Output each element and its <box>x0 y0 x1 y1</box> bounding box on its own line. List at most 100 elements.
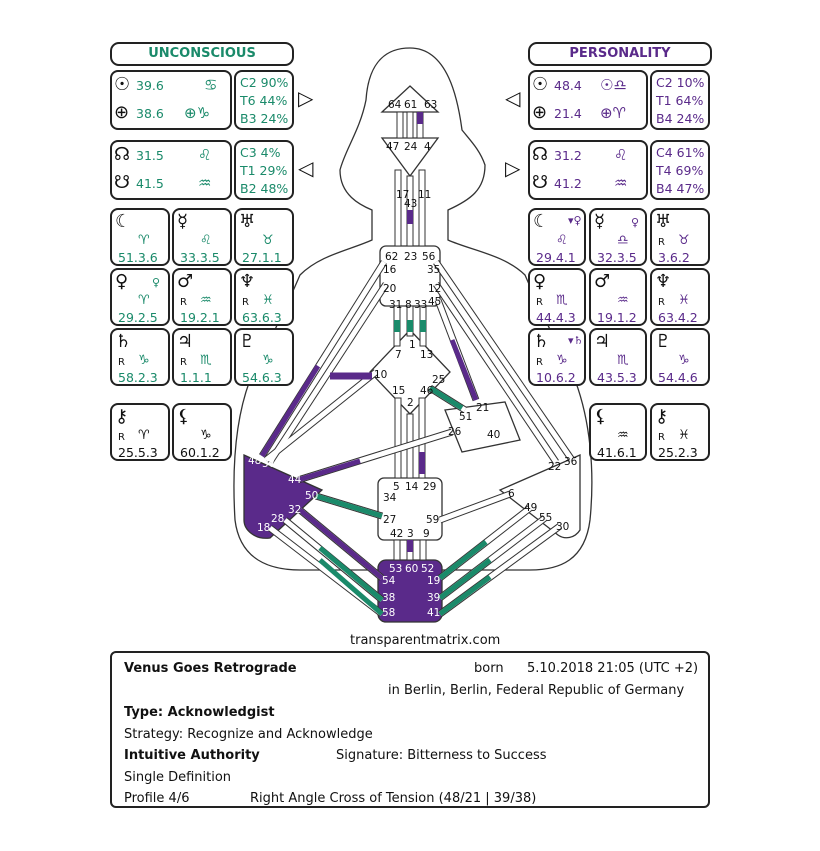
venus-small-icon: ♀ <box>631 216 640 229</box>
design-sun-b: B3 24% <box>240 111 289 126</box>
gate-59: 59 <box>426 514 440 526</box>
venus-small-icon: ♀ <box>152 276 161 289</box>
design-node-b: B2 48% <box>240 181 289 196</box>
watermark: transparentmatrix.com <box>350 633 501 648</box>
design-neptune: ♆ R ♓ 63.6.3 <box>234 268 294 326</box>
personality-chiron-value: 25.2.3 <box>658 445 698 460</box>
chiron-icon: ⚷ <box>655 406 669 427</box>
gate-20: 20 <box>383 283 397 295</box>
gate-28: 28 <box>271 513 285 525</box>
channel-fill <box>433 282 559 464</box>
channel-segment <box>407 320 413 332</box>
jupiter-icon: ♃ <box>177 331 194 352</box>
capricorn-icon: ⊕♑ <box>184 104 211 122</box>
gate-48: 48 <box>248 455 262 467</box>
design-pluto: ♇ ♑ 54.6.3 <box>234 328 294 386</box>
design-nodes-panel: ☊ 31.5 ♌ ☋ 41.5 ♒ <box>110 140 232 200</box>
design-moon-value: 51.3.6 <box>118 250 158 265</box>
cancer-icon: ♋ <box>204 76 218 94</box>
retrograde-mark: R <box>242 297 249 308</box>
design-mercury: ☿ ♌ 33.3.5 <box>172 208 232 266</box>
channel-active <box>438 540 488 580</box>
channel-active <box>318 558 384 616</box>
gate-5: 5 <box>393 481 400 493</box>
personality-mercury: ☿ ♀ ♎ 32.3.5 <box>589 208 647 266</box>
gate-14: 14 <box>405 481 419 493</box>
solar-plexus-center <box>498 454 581 539</box>
design-sun-t: T6 44% <box>240 93 288 108</box>
personality-lilith: ⚸ ♒ 41.6.1 <box>589 403 647 461</box>
gate-11: 11 <box>418 189 432 201</box>
spleen-center <box>243 453 324 539</box>
gate-56: 56 <box>422 251 436 263</box>
gate-57: 57 <box>262 458 276 470</box>
gate-45: 45 <box>428 296 442 308</box>
neptune-icon: ♆ <box>239 271 256 292</box>
channel-61-24 <box>406 111 414 139</box>
design-nodes-variables: C3 4% T1 29% B2 48% <box>234 140 294 200</box>
gate-9: 9 <box>423 528 430 540</box>
taurus-icon: ♉ <box>262 233 274 248</box>
leo-icon: ♌ <box>556 233 568 248</box>
aries-icon: ♈ <box>138 428 150 443</box>
personality-moon: ☾ ▾♀ ♌ 29.4.1 <box>528 208 586 266</box>
definition: Single Definition <box>124 770 232 785</box>
personality-saturn: ♄ ▾♄ R ♑ 10.6.2 <box>528 328 586 386</box>
gate-24: 24 <box>404 141 418 153</box>
gate-51: 51 <box>459 411 473 423</box>
capricorn-icon: ♑ <box>262 353 274 368</box>
design-saturn: ♄ R ♑ 58.2.3 <box>110 328 170 386</box>
retrograde-mark: R <box>658 237 665 248</box>
capricorn-icon: ♑ <box>678 353 690 368</box>
signature: Signature: Bitterness to Success <box>336 748 547 763</box>
gate-3: 3 <box>407 528 414 540</box>
personality-sun-variables: C2 10% T1 64% B4 24% <box>650 70 710 130</box>
gate-23: 23 <box>404 251 418 263</box>
personality-chiron: ⚷ R ♓ 25.2.3 <box>650 403 710 461</box>
mars-icon: ♂ <box>177 271 194 292</box>
born-date: 5.10.2018 21:05 (UTC +2) <box>527 661 699 676</box>
scorpio-icon: ♏ <box>617 353 629 368</box>
venus-icon: ♀ <box>533 271 547 292</box>
personality-nodes-panel: ☊ 31.2 ♌ ☋ 41.2 ♒ <box>528 140 648 200</box>
personality-sun-earth-panel: ☉ 48.4 ☉♎ ⊕ 21.4 ⊕♈ <box>528 70 648 130</box>
design-earth-value: 38.6 <box>136 106 164 121</box>
gate-32: 32 <box>288 504 302 516</box>
gate-39: 39 <box>427 592 441 604</box>
jupiter-icon: ♃ <box>594 331 611 352</box>
saturn-icon: ♄ <box>533 331 550 352</box>
gate-25: 25 <box>432 374 446 386</box>
design-node-t: T1 29% <box>240 163 288 178</box>
chiron-icon: ⚷ <box>115 406 129 427</box>
design-venus-value: 29.2.5 <box>118 310 158 325</box>
personality-header: PERSONALITY <box>528 42 712 66</box>
channel-fill <box>264 370 378 462</box>
personality-mars: ♂ ♒ 19.1.2 <box>589 268 647 326</box>
channel-active <box>428 385 464 411</box>
design-moon: ☾ ♈ 51.3.6 <box>110 208 170 266</box>
unconscious-header: UNCONSCIOUS <box>110 42 294 66</box>
channel-active <box>297 458 361 483</box>
scorpio-icon: ♏ <box>200 353 212 368</box>
gate-31: 31 <box>389 299 403 311</box>
channel-segment <box>419 452 425 474</box>
gate-43: 43 <box>404 198 418 210</box>
gate-34: 34 <box>383 492 397 504</box>
personality-earth-value: 21.4 <box>554 106 582 121</box>
leo-icon: ♌ <box>614 146 628 164</box>
personality-venus: ♀ R ♏ 44.4.3 <box>528 268 586 326</box>
personality-jupiter: ♃ ♏ 43.5.3 <box>589 328 647 386</box>
mars-icon: ♂ <box>594 271 611 292</box>
mercury-icon: ☿ <box>177 211 189 232</box>
design-sun-earth-panel: ☉ 39.6 ♋ ⊕ 38.6 ⊕♑ <box>110 70 232 130</box>
design-neptune-value: 63.6.3 <box>242 310 282 325</box>
pluto-icon: ♇ <box>239 331 256 352</box>
retrograde-mark: R <box>536 297 543 308</box>
aquarius-icon: ♒ <box>617 293 629 308</box>
channel-fill <box>433 260 575 462</box>
retrograde-mark: R <box>658 297 665 308</box>
earth-icon: ⊕ <box>532 102 548 123</box>
design-chiron: ⚷ R ♈ 25.5.3 <box>110 403 170 461</box>
channel-segment <box>407 210 413 224</box>
gate-52: 52 <box>421 563 435 575</box>
